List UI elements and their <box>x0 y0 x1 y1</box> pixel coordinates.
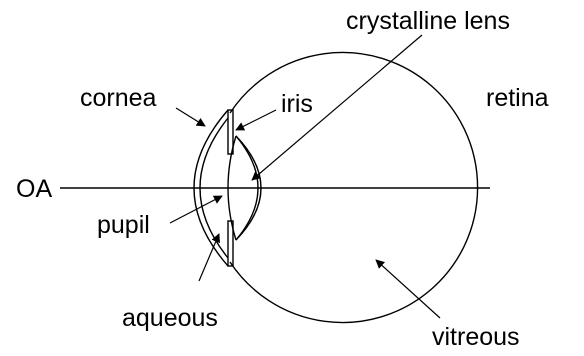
iris-label: iris <box>281 90 313 118</box>
cornea-arrow <box>175 107 206 127</box>
vitreous-arrow <box>375 259 441 319</box>
lens-arrow <box>251 34 423 181</box>
lens-front <box>227 135 237 241</box>
pupil-label: pupil <box>97 211 150 239</box>
oa-label: OA <box>16 175 52 203</box>
cornea-label: cornea <box>80 84 157 112</box>
lens-outer <box>235 135 262 241</box>
aqueous-arrow <box>198 233 220 282</box>
iris-upper <box>227 109 234 155</box>
iris-lower <box>227 220 234 267</box>
crystalline-lens-label: crystalline lens <box>346 7 510 35</box>
pupil-arrow <box>169 195 223 224</box>
aqueous-label: aqueous <box>122 304 218 332</box>
iris-arrow <box>235 109 277 131</box>
vitreous-label: vitreous <box>432 323 520 351</box>
retina-label: retina <box>486 84 549 112</box>
lens-inner <box>235 135 259 241</box>
